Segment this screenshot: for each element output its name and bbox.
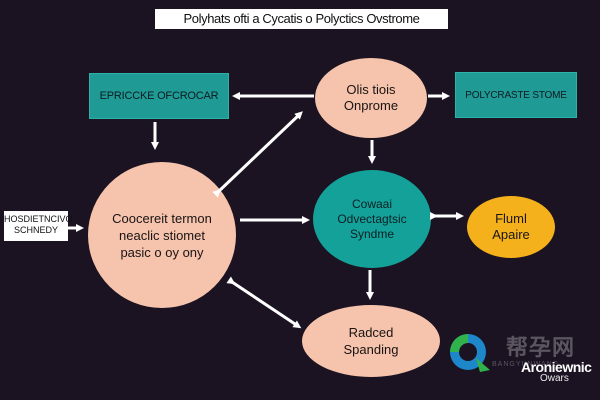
node-top-label: Olis tiois Onprome <box>343 82 399 113</box>
node-center-big-label: Coocereit termon neaclic stiomet pasic o… <box>112 210 212 260</box>
node-teal-mid-label: Cowaai Odvectagtsic Syndme <box>337 196 407 241</box>
epricckke-box: EPRICCKE OFCROCAR <box>89 73 229 119</box>
node-bottom-label: Radced Spanding <box>343 325 399 357</box>
diagram-title: Polyhats ofti a Cycatis o Polyctics Ovst… <box>155 9 448 29</box>
arrow-diag-down <box>226 276 302 329</box>
node-yellow-label: Fluml Apaire <box>492 211 530 242</box>
polycraste-label: POLYCRASTE STOME <box>465 89 567 101</box>
node-teal-mid: Cowaai Odvectagtsic Syndme <box>313 170 431 268</box>
watermark-logo-icon <box>450 334 490 372</box>
polycraste-box: POLYCRASTE STOME <box>455 72 577 118</box>
arrow-diag-up <box>212 111 303 198</box>
watermark-brand-line2: Owars <box>540 373 569 384</box>
node-bottom: Radced Spanding <box>302 305 440 377</box>
side-input-label: HOSDIETNCIVO SCHNEDY <box>4 211 73 241</box>
watermark-sub-text: BANGYUNWANG <box>492 361 560 368</box>
watermark-brand-line1: Aroniewnic <box>521 359 592 375</box>
watermark-cn-text: 帮孕网 <box>506 335 576 361</box>
node-yellow: Fluml Apaire <box>467 196 555 258</box>
node-center-big: Coocereit termon neaclic stiomet pasic o… <box>88 162 236 308</box>
epricckke-label: EPRICCKE OFCROCAR <box>99 90 219 102</box>
node-top: Olis tiois Onprome <box>315 58 427 138</box>
